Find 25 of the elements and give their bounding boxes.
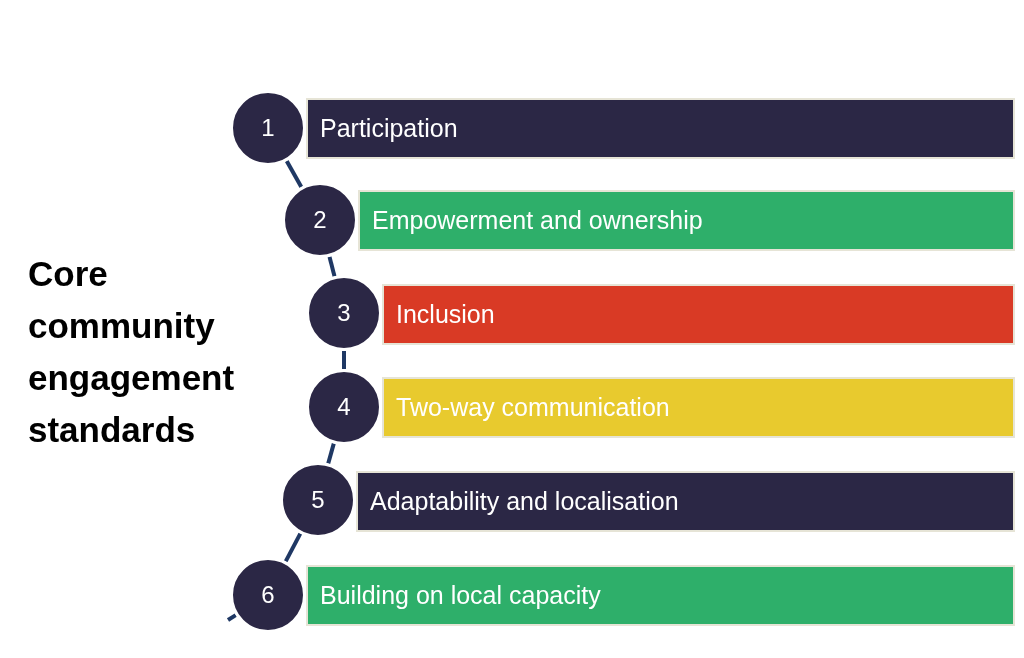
connector-line bbox=[342, 351, 346, 369]
standard-bar bbox=[306, 98, 1015, 159]
connector-line bbox=[327, 256, 337, 277]
step-number: 5 bbox=[311, 486, 325, 514]
standard-label: Two-way communication bbox=[396, 393, 670, 422]
step-number: 4 bbox=[337, 393, 351, 421]
standard-bar bbox=[358, 190, 1015, 251]
step-number: 1 bbox=[261, 114, 275, 142]
standard-label: Building on local capacity bbox=[320, 581, 601, 610]
standard-label: Empowerment and ownership bbox=[372, 206, 703, 235]
step-number: 6 bbox=[261, 581, 275, 609]
standard-bar bbox=[306, 565, 1015, 626]
connector-line bbox=[326, 443, 336, 464]
step-number: 2 bbox=[313, 206, 327, 234]
standard-bar bbox=[356, 471, 1015, 532]
connector-line bbox=[226, 613, 237, 622]
standard-label: Adaptability and localisation bbox=[370, 487, 679, 516]
connector-line bbox=[283, 532, 303, 563]
standard-bar bbox=[382, 284, 1015, 345]
heading: Core community engagement standards bbox=[28, 253, 236, 451]
step-number: 3 bbox=[337, 299, 351, 327]
standard-bar bbox=[382, 377, 1015, 438]
standard-label: Inclusion bbox=[396, 300, 495, 329]
connector-line bbox=[284, 160, 304, 188]
standard-label: Participation bbox=[320, 114, 458, 143]
